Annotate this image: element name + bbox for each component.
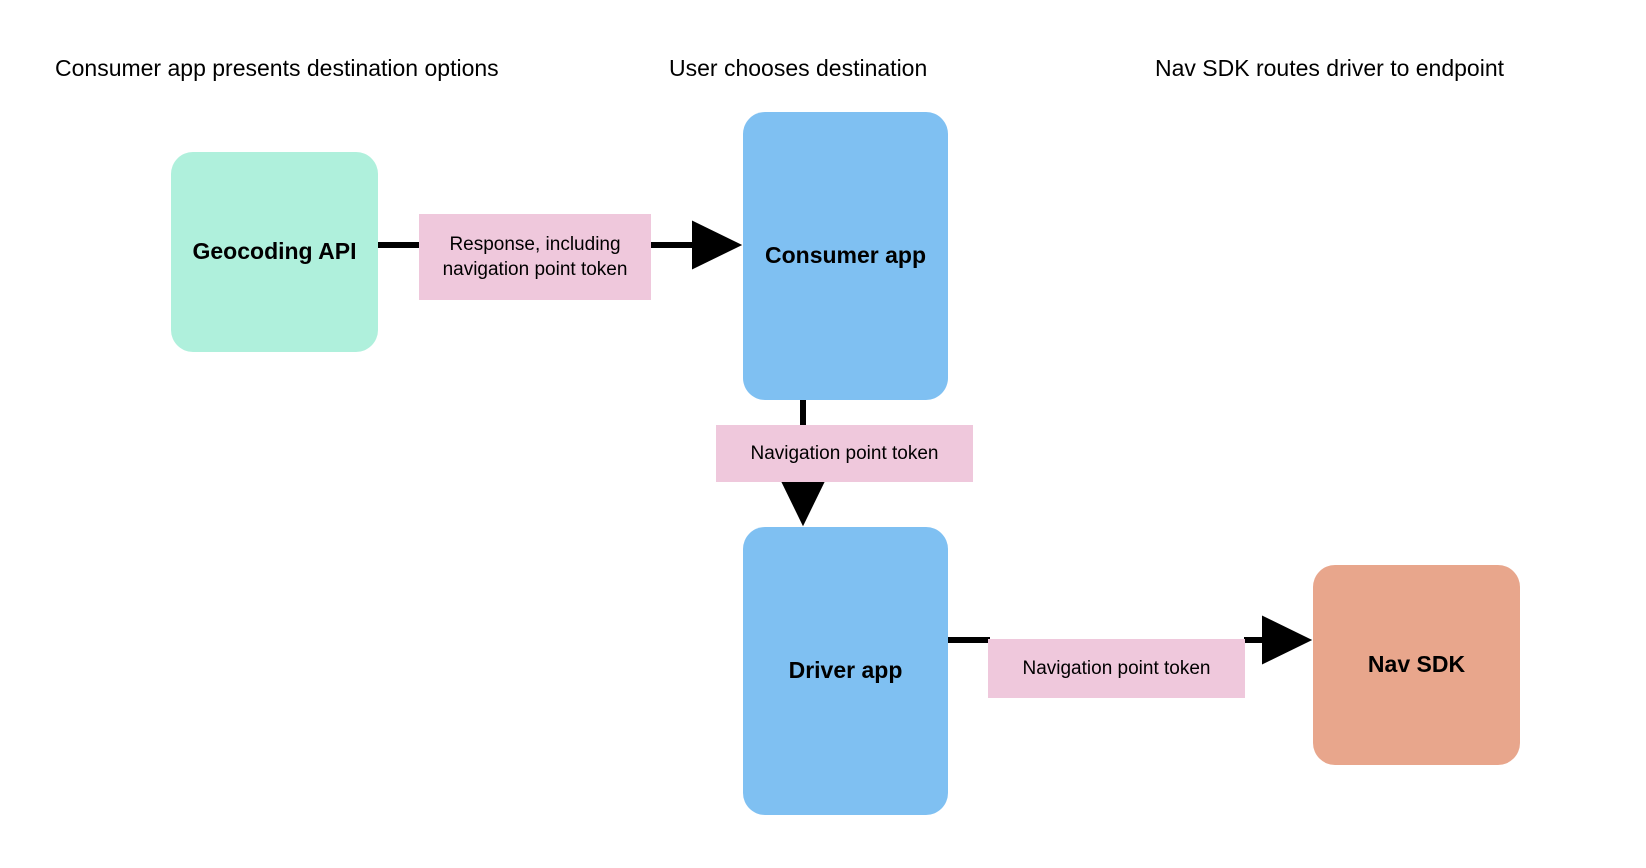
node-geocoding-api-label: Geocoding API <box>192 238 357 265</box>
edge-label-nav-point-token-horizontal-text: Navigation point token <box>1022 657 1211 679</box>
edge-label-nav-point-token-horizontal: Navigation point token <box>988 639 1245 698</box>
edge-label-nav-point-token-vertical-text: Navigation point token <box>750 442 939 464</box>
node-nav-sdk[interactable]: Nav SDK <box>1313 565 1520 765</box>
column-header-nav-routing: Nav SDK routes driver to endpoint <box>1155 55 1505 81</box>
column-header-consumer-flow: Consumer app presents destination option… <box>55 55 499 81</box>
column-header-user-choice: User chooses destination <box>669 55 928 81</box>
node-geocoding-api[interactable]: Geocoding API <box>171 152 378 352</box>
node-consumer-app[interactable]: Consumer app <box>743 112 948 400</box>
node-driver-app-label: Driver app <box>788 657 903 684</box>
node-consumer-app-label: Consumer app <box>764 242 927 269</box>
node-nav-sdk-label: Nav SDK <box>1367 651 1466 678</box>
edge-label-response-token-text: Response, including navigation point tok… <box>442 233 628 280</box>
edge-label-nav-point-token-vertical: Navigation point token <box>716 425 973 482</box>
edge-label-response-token: Response, including navigation point tok… <box>419 214 651 300</box>
node-driver-app[interactable]: Driver app <box>743 527 948 815</box>
